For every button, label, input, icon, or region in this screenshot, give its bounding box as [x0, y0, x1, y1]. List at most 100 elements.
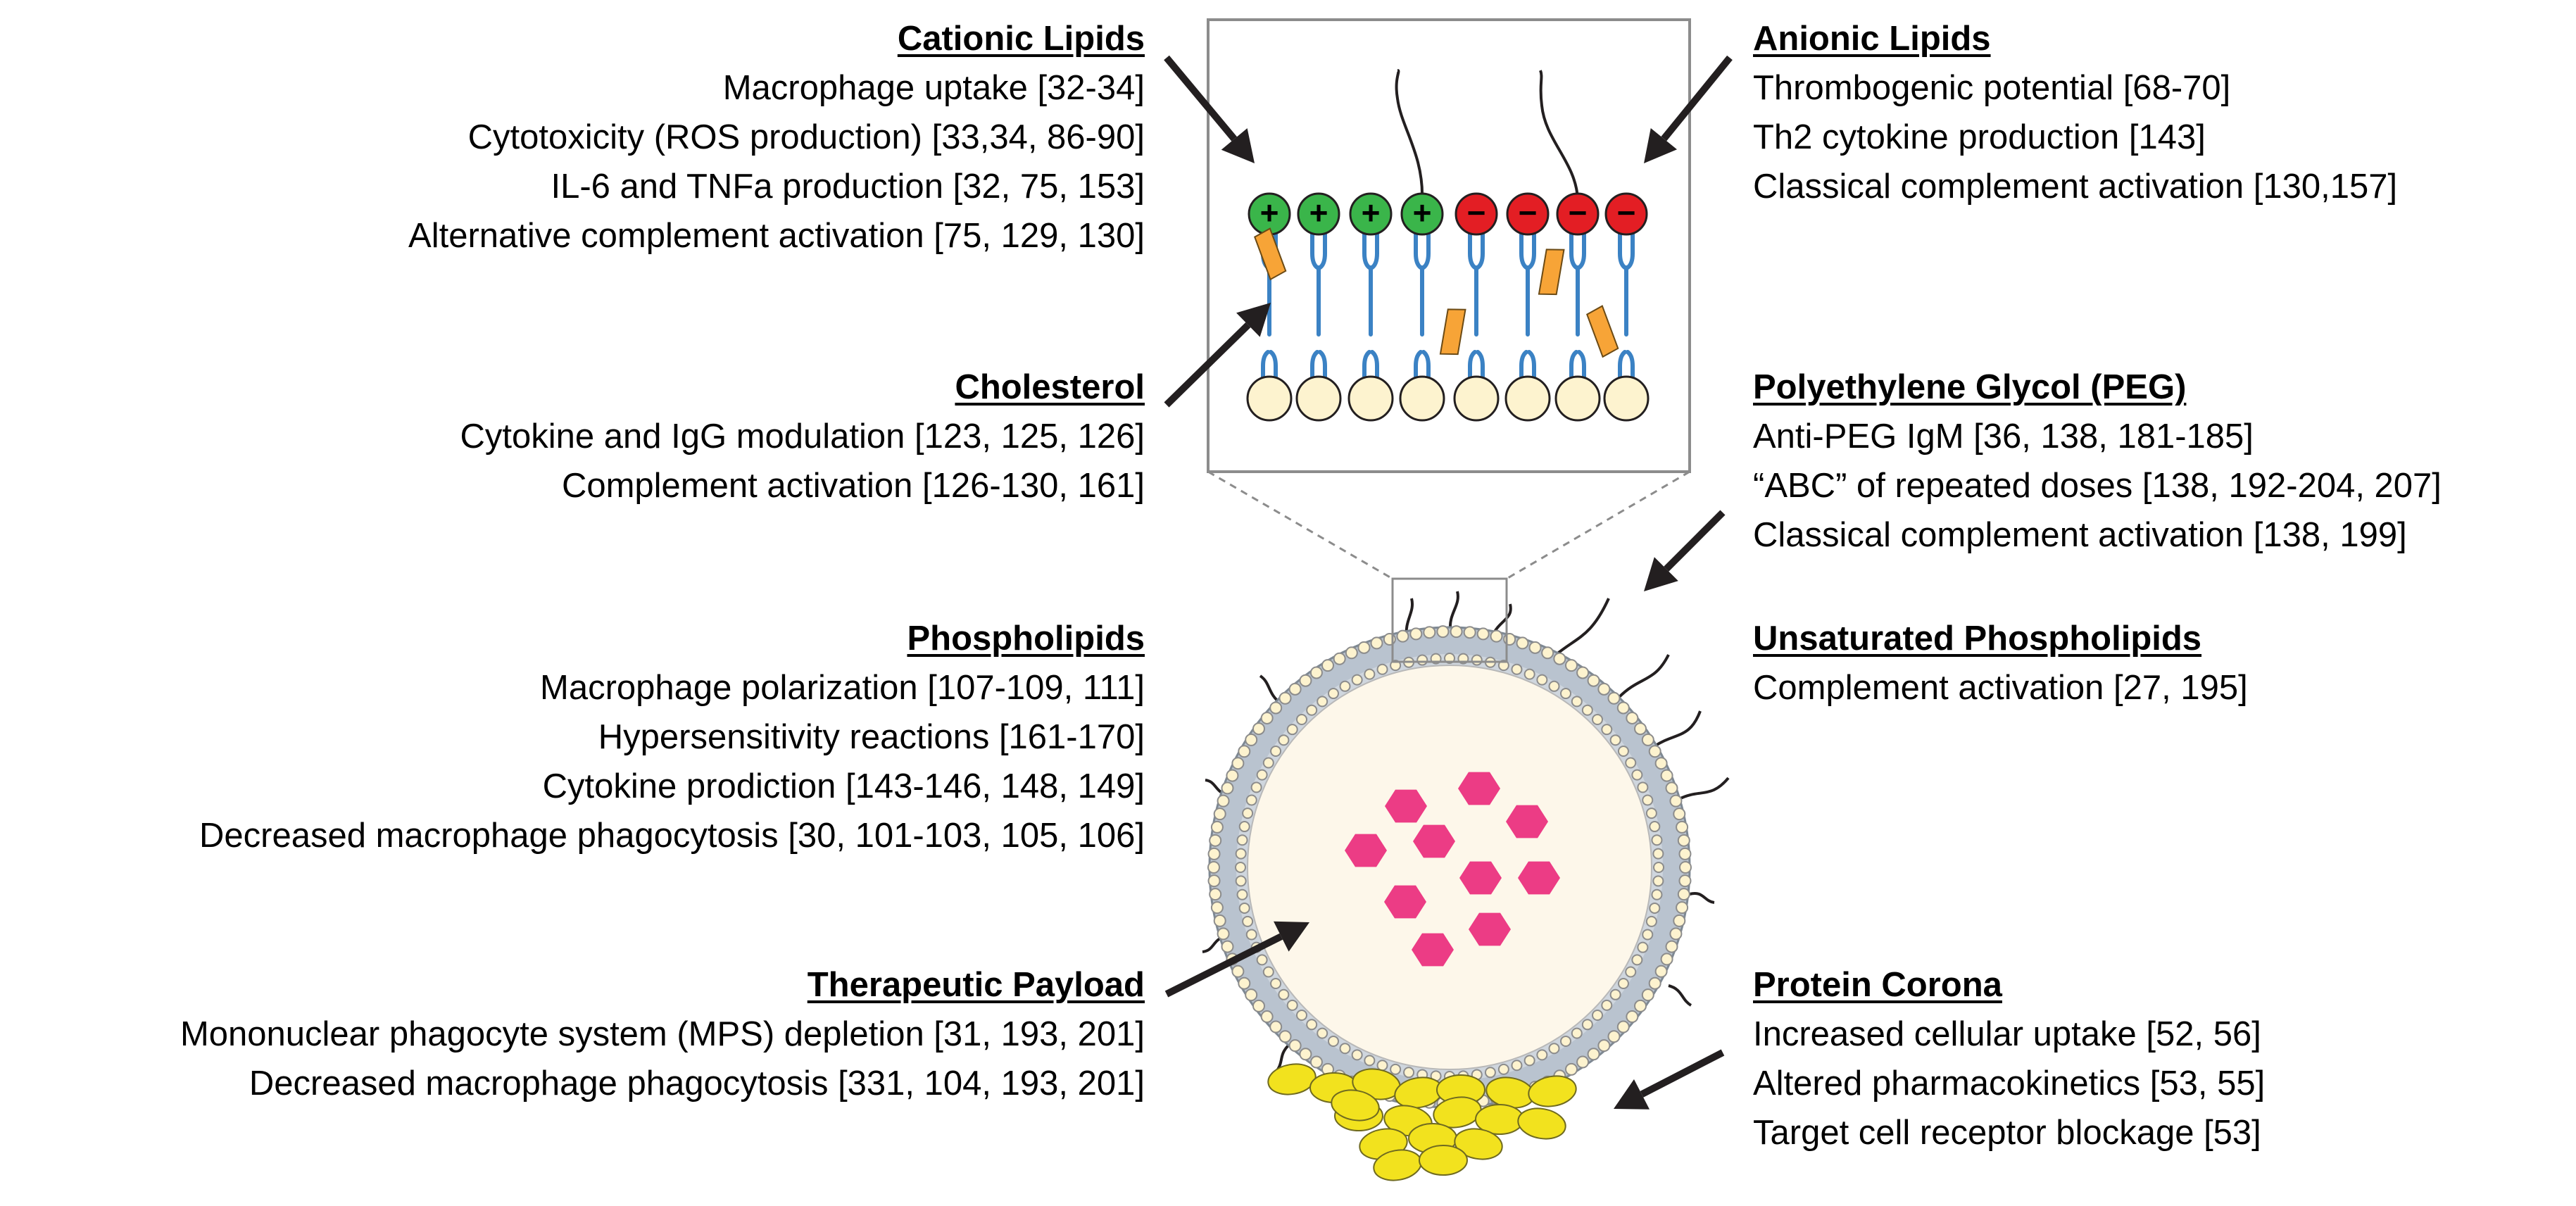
outer-head: [1309, 1055, 1323, 1069]
payload-hexagon-icon: [1412, 933, 1454, 967]
phospholipids-line-3: Cytokine prodiction [143-146, 148, 149]: [542, 767, 1145, 805]
cationic-lipids-block: Cationic Lipids Macrophage uptake [32-34…: [408, 14, 1145, 260]
outer-head: [1677, 888, 1690, 901]
inner-head: [1631, 954, 1643, 966]
aqueous-core: [1247, 665, 1652, 1070]
inner-head: [1245, 794, 1257, 806]
headgroup-bottom-4: [1399, 375, 1445, 422]
cationic-lipids-line-2: Cytotoxicity (ROS production) [33,34, 86…: [467, 118, 1145, 156]
outer-head: [1260, 1010, 1274, 1024]
cholesterol-icon-4: [1585, 305, 1619, 358]
payload-hexagon-icon: [1345, 834, 1387, 867]
outer-head: [1626, 1010, 1639, 1024]
therapeutic-payload-line-1: Mononuclear phagocyte system (MPS) deple…: [180, 1015, 1145, 1053]
outer-head: [1299, 1048, 1312, 1061]
outer-head: [1463, 626, 1476, 639]
payload-hexagon-icon: [1506, 805, 1548, 838]
outer-head: [1660, 953, 1673, 966]
arrow-icon-shaft-3: [1164, 322, 1251, 408]
inner-head: [1653, 862, 1664, 873]
outer-head: [1278, 1030, 1292, 1043]
anionic-lipids-block: Anionic Lipids Thrombogenic potential [6…: [1753, 14, 2397, 211]
inner-head: [1238, 902, 1250, 914]
outer-head: [1207, 861, 1220, 874]
cholesterol-line-2: Complement activation [126-130, 161]: [561, 467, 1145, 505]
inner-head: [1511, 1060, 1523, 1072]
cholesterol-block: Cholesterol Cytokine and IgG modulation …: [460, 363, 1145, 510]
protein-corona-title: Protein Corona: [1753, 966, 2002, 1004]
payload-hexagon-icon: [1458, 772, 1500, 805]
outer-head: [1269, 701, 1283, 715]
outer-head: [1665, 781, 1678, 795]
payload-hexagon-icon: [1459, 861, 1502, 895]
outer-head: [1676, 901, 1689, 915]
anionic-lipids-line-2: Th2 cytokine production [143]: [1753, 118, 2206, 156]
arrow-icon: [1644, 127, 1678, 163]
inner-head: [1245, 929, 1257, 941]
lipid-tail-bottom-8: [1618, 315, 1635, 388]
inner-head: [1306, 704, 1318, 716]
inner-head: [1327, 1035, 1339, 1047]
peg-line-3: Classical complement activation [138, 19…: [1753, 516, 2407, 554]
headgroup-bottom-3: [1347, 375, 1394, 422]
outer-head: [1231, 757, 1245, 770]
outer-head: [1587, 674, 1600, 687]
outer-head: [1238, 976, 1251, 990]
outer-head: [1409, 627, 1423, 641]
headgroup-bottom-2: [1295, 375, 1342, 422]
outer-head: [1665, 940, 1678, 953]
headgroup-bottom-8: [1603, 375, 1650, 422]
inner-head: [1642, 794, 1654, 806]
inner-head: [1278, 988, 1290, 1000]
lipid-tail-bottom-6: [1519, 315, 1536, 388]
peg-line-2: “ABC” of repeated doses [138, 192-204, 2…: [1753, 467, 2442, 505]
inner-head: [1560, 1035, 1572, 1047]
headgroup-bottom-7: [1554, 375, 1601, 422]
inner-head: [1317, 1027, 1328, 1039]
outer-head: [1673, 808, 1686, 821]
inner-head: [1631, 769, 1643, 781]
arrow-icon: [1614, 1079, 1650, 1110]
zoom-region-box: [1391, 577, 1508, 663]
protein-ellipse-icon: [1528, 1075, 1577, 1107]
lipid-tail-bottom-2: [1310, 315, 1327, 388]
headgroup-bottom-6: [1504, 375, 1551, 422]
outer-head: [1207, 874, 1221, 888]
protein-ellipse-icon: [1331, 1089, 1380, 1122]
outer-head: [1321, 659, 1335, 672]
outer-head: [1213, 808, 1226, 821]
protein-corona-line-3: Target cell receptor blockage [53]: [1753, 1114, 2261, 1152]
inner-head: [1364, 1055, 1376, 1067]
anionic-lipids-line-1: Thrombogenic potential [68-70]: [1753, 69, 2231, 107]
inner-head: [1364, 668, 1376, 680]
outer-head: [1278, 691, 1292, 705]
therapeutic-payload-title: Therapeutic Payload: [807, 966, 1145, 1004]
inner-head: [1571, 1027, 1583, 1039]
inner-head: [1471, 654, 1483, 666]
outer-head: [1217, 794, 1230, 808]
outer-head: [1516, 636, 1529, 650]
outer-head: [1231, 965, 1245, 978]
cationic-lipids-line-1: Macrophage uptake [32-34]: [722, 69, 1145, 107]
phospholipids-line-2: Hypersensitivity reactions [161-170]: [598, 718, 1145, 756]
outer-head: [1654, 757, 1668, 770]
inner-head: [1286, 999, 1298, 1011]
lipid-tail-top-6: [1519, 230, 1536, 287]
lipid-tail-bottom-4: [1414, 315, 1431, 388]
cationic-lipids-title: Cationic Lipids: [897, 20, 1145, 58]
peg-line-1: Anti-PEG IgM [36, 138, 181-185]: [1753, 417, 2254, 456]
outer-head: [1648, 976, 1661, 990]
inner-head: [1523, 668, 1535, 680]
plus-icon: +: [1362, 194, 1381, 231]
outer-head: [1260, 711, 1274, 724]
lipid-tail-top-2: [1310, 230, 1327, 287]
lipid-tail-top-7: [1569, 230, 1586, 287]
outer-head: [1607, 691, 1621, 705]
outer-head: [1576, 666, 1590, 679]
inner-head: [1235, 848, 1247, 860]
inner-head: [1536, 674, 1548, 686]
arrow-icon-shaft-5: [1164, 933, 1283, 998]
outer-head: [1676, 820, 1689, 834]
arrow-icon: [1274, 921, 1309, 952]
arrow-icon: [1236, 303, 1271, 337]
